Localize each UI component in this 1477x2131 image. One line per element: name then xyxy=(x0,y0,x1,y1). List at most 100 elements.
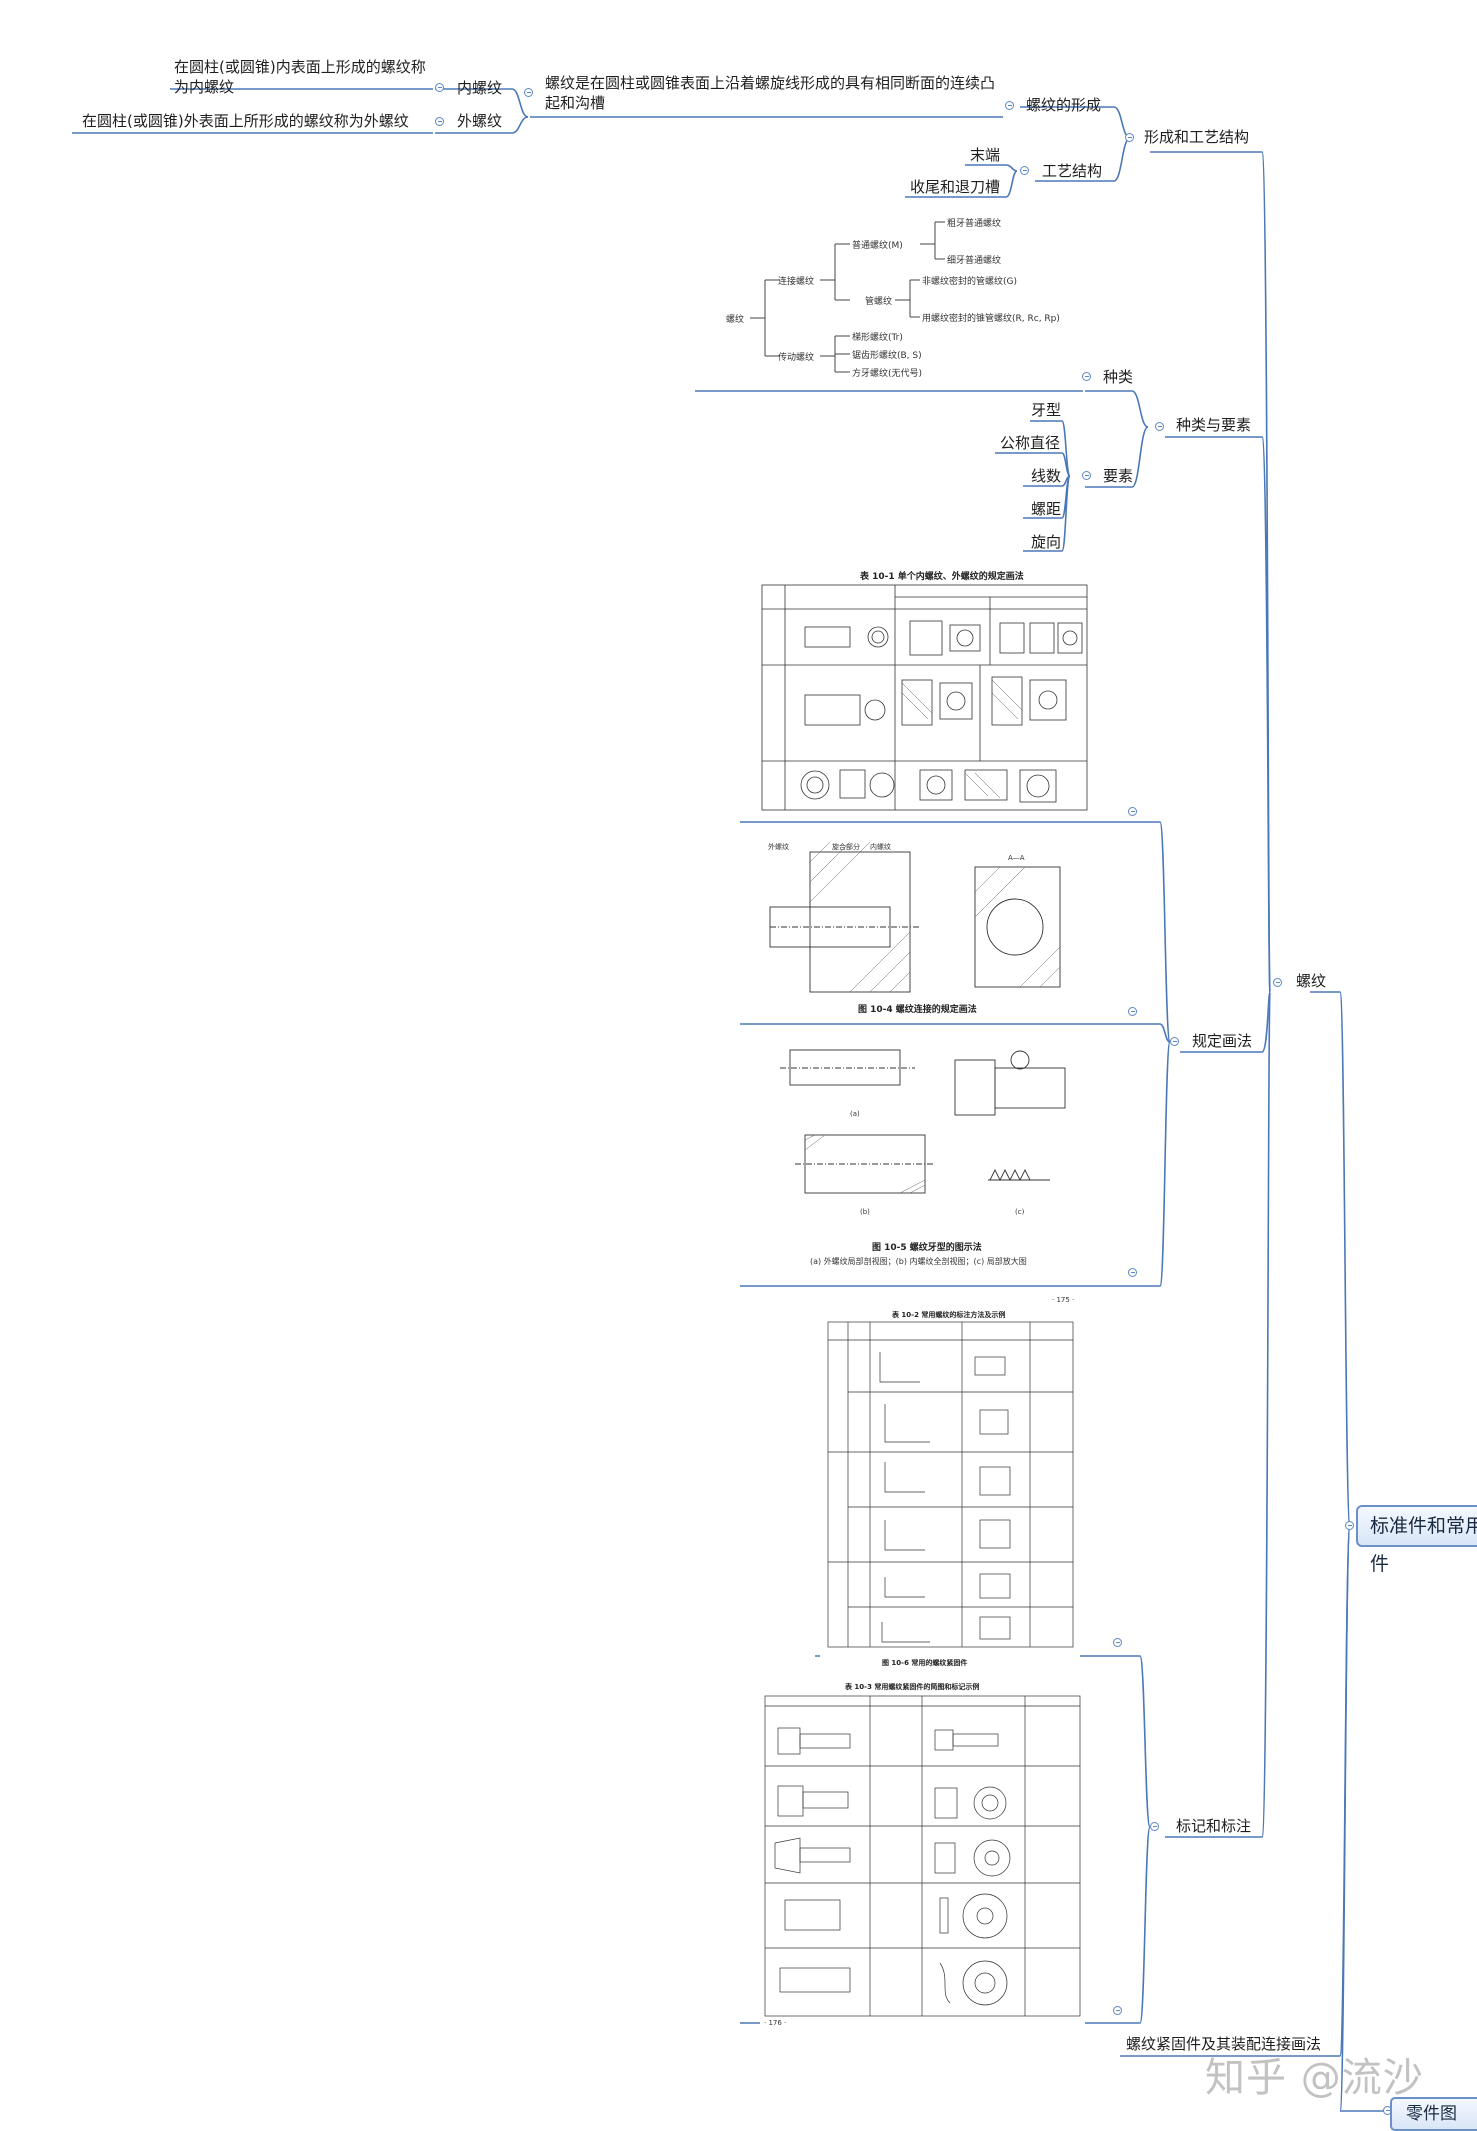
connector-yaosu-4 xyxy=(1023,475,1071,552)
connector-root-luowen xyxy=(1310,991,1351,1527)
connector-luowen-huafa xyxy=(1180,991,1271,1053)
root-node[interactable]: 标准件和常用件 xyxy=(1356,1505,1477,1575)
cls-tixing: 梯形螺纹(Tr) xyxy=(852,333,903,343)
node-yaosu[interactable]: 要素 xyxy=(1103,467,1134,485)
connector-luowen-xingcheng xyxy=(1150,151,1271,993)
connector-gongyi-shouwei xyxy=(905,170,1018,198)
collapse-toggle[interactable] xyxy=(1113,2006,1122,2015)
connector-def-nei xyxy=(435,88,529,118)
page-175-label: · 175 · xyxy=(1052,1296,1075,1304)
figure-10-6-caption: 图 10-6 常用的螺纹紧固件 xyxy=(882,1659,968,1667)
fig-10-5-label-c: (c) xyxy=(1015,1208,1025,1216)
node-luowen-xingcheng[interactable]: 螺纹的形成 xyxy=(1026,96,1102,114)
collapse-toggle[interactable] xyxy=(1273,978,1282,987)
connector-luowen-biaoji xyxy=(1165,991,1271,1838)
collapse-toggle[interactable] xyxy=(1125,133,1134,142)
figure-10-5-subcaption: (a) 外螺纹局部剖视图；(b) 内螺纹全剖视图；(c) 局部放大图 xyxy=(810,1257,1027,1266)
table-10-1-caption: 表 10-1 单个内螺纹、外螺纹的规定画法 xyxy=(860,572,1024,582)
collapse-toggle[interactable] xyxy=(1170,1037,1179,1046)
cls-xiya: 细牙普通螺纹 xyxy=(947,256,1002,266)
connector-def-wai xyxy=(435,116,529,134)
connector-luowen-zhonglei xyxy=(1165,436,1271,993)
node-xingcheng-gongyi[interactable]: 形成和工艺结构 xyxy=(1144,128,1250,146)
figure-10-5-image: (a) (b) (c) 图 10-5 螺纹牙型的图示法 (a) 外螺纹局部剖视图… xyxy=(750,1030,1080,1280)
figure-10-5-caption: 图 10-5 螺纹牙型的图示法 xyxy=(872,1243,982,1253)
figure-10-5-drawing xyxy=(780,1049,1066,1194)
node-nei[interactable]: 内螺纹 xyxy=(457,79,503,97)
node-element-2[interactable]: 线数 xyxy=(1031,467,1062,485)
node-wai-desc[interactable]: 在圆柱(或圆锥)外表面上所形成的螺纹称为外螺纹 xyxy=(82,112,409,130)
fig-10-4-label-xuanhe: 旋合部分 xyxy=(832,843,860,851)
node-jingujian[interactable]: 螺纹紧固件及其装配连接画法 xyxy=(1126,2035,1322,2053)
node-luowen[interactable]: 螺纹 xyxy=(1296,972,1327,990)
table-10-2-caption: 表 10-2 常用螺纹的标注方法及示例 xyxy=(892,1311,1006,1319)
fig-10-4-label-neiluowen: 内螺纹 xyxy=(870,843,891,851)
node-moduan[interactable]: 末端 xyxy=(970,146,1001,164)
cls-cuya: 粗牙普通螺纹 xyxy=(947,219,1002,229)
node-shouwei[interactable]: 收尾和退刀槽 xyxy=(910,178,1001,196)
connector-biaoji-img2 xyxy=(740,1826,1151,2024)
node-biaoji-biaozhu[interactable]: 标记和标注 xyxy=(1176,1817,1252,1835)
collapse-toggle[interactable] xyxy=(1005,101,1014,110)
cls-mifeng: 用螺纹密封的锥管螺纹(R, Rc, Rp) xyxy=(922,314,1060,324)
connector-root-jingujian xyxy=(1120,1525,1351,2057)
collapse-toggle[interactable] xyxy=(1128,1007,1137,1016)
node-zhonglei-yaosu[interactable]: 种类与要素 xyxy=(1176,416,1252,434)
node-gongyi[interactable]: 工艺结构 xyxy=(1042,162,1103,180)
table-10-2-image: · 175 · 表 10-2 常用螺纹的标注方法及示例 xyxy=(820,1292,1080,1672)
cls-fangxing: 方牙螺纹(无代号) xyxy=(852,369,923,379)
connector-yaosu-1 xyxy=(995,452,1071,477)
cls-guan: 管螺纹 xyxy=(865,297,893,307)
collapse-toggle[interactable] xyxy=(1128,1268,1137,1277)
classification-diagram: 螺纹 连接螺纹 传动螺纹 普通螺纹(M) 粗牙普通螺纹 细牙普通螺纹 管螺纹 非… xyxy=(720,212,1070,384)
figure-10-4-caption: 图 10-4 螺纹连接的规定画法 xyxy=(858,1005,977,1015)
collapse-toggle[interactable] xyxy=(1155,422,1164,431)
node-element-4[interactable]: 旋向 xyxy=(1031,533,1062,551)
node-zhonglei[interactable]: 种类 xyxy=(1103,368,1134,386)
collapse-toggle[interactable] xyxy=(435,83,444,92)
collapse-toggle[interactable] xyxy=(435,117,444,126)
collapse-toggle[interactable] xyxy=(1082,372,1091,381)
node-guiding-huafa[interactable]: 规定画法 xyxy=(1192,1032,1253,1050)
fig-10-4-label-waixianwen: 外螺纹 xyxy=(768,843,789,851)
collapse-toggle[interactable] xyxy=(1082,471,1091,480)
node-definition[interactable]: 螺纹是在圆柱或圆锥表面上沿着螺旋线形成的具有相同断面的连续凸起和沟槽 xyxy=(545,74,996,112)
page-176-label: · 176 · xyxy=(764,2019,787,2027)
node-element-1[interactable]: 公称直径 xyxy=(1000,434,1061,452)
collapse-toggle[interactable] xyxy=(1150,1822,1159,1831)
node-wai[interactable]: 外螺纹 xyxy=(457,112,503,130)
figure-10-4-drawing xyxy=(769,841,1061,993)
collapse-toggle[interactable] xyxy=(1345,1521,1354,1530)
watermark: 知乎 @流沙 xyxy=(1205,2055,1424,2101)
connector-huafa-img3 xyxy=(740,1041,1171,1287)
node-element-3[interactable]: 螺距 xyxy=(1031,500,1062,518)
collapse-toggle[interactable] xyxy=(1128,807,1137,816)
collapse-toggle[interactable] xyxy=(524,88,533,97)
cls-putong: 普通螺纹(M) xyxy=(852,241,903,251)
connector-gongyi-moduan xyxy=(965,164,1018,172)
cls-root: 螺纹 xyxy=(726,315,745,325)
node-element-0[interactable]: 牙型 xyxy=(1031,401,1062,419)
table-10-3-image: 表 10-3 常用螺纹紧固件的简图和标记示例 xyxy=(760,1678,1085,2028)
cls-lianjie: 连接螺纹 xyxy=(778,277,815,287)
collapse-toggle[interactable] xyxy=(1020,166,1029,175)
table-10-3-caption: 表 10-3 常用螺纹紧固件的简图和标记示例 xyxy=(845,1683,980,1691)
classification-tree xyxy=(750,221,945,373)
cls-chuandong: 传动螺纹 xyxy=(778,353,815,363)
connector-huafa-img2 xyxy=(740,1023,1171,1043)
connector-zy-zhonglei xyxy=(1085,390,1149,428)
connector-biaoji-img1 xyxy=(815,1655,1151,1828)
cls-juchi: 锯齿形螺纹(B, S) xyxy=(852,351,922,361)
node-nei-desc[interactable]: 在圆柱(或圆锥)内表面上形成的螺纹称为内螺纹 xyxy=(174,58,426,96)
cls-fei-mifeng: 非螺纹密封的管螺纹(G) xyxy=(922,277,1017,287)
table-10-1-drawing xyxy=(761,584,1088,811)
fig-10-4-label-aa: A—A xyxy=(1008,854,1025,862)
table-10-1-image: 表 10-1 单个内螺纹、外螺纹的规定画法 xyxy=(760,565,1090,815)
collapse-toggle[interactable] xyxy=(1113,1638,1122,1647)
connector-huafa-img1 xyxy=(740,821,1171,1043)
table-10-3-drawing xyxy=(764,1695,1081,2017)
table-10-2-drawing xyxy=(827,1321,1074,1648)
fig-10-5-label-b: (b) xyxy=(860,1208,870,1216)
